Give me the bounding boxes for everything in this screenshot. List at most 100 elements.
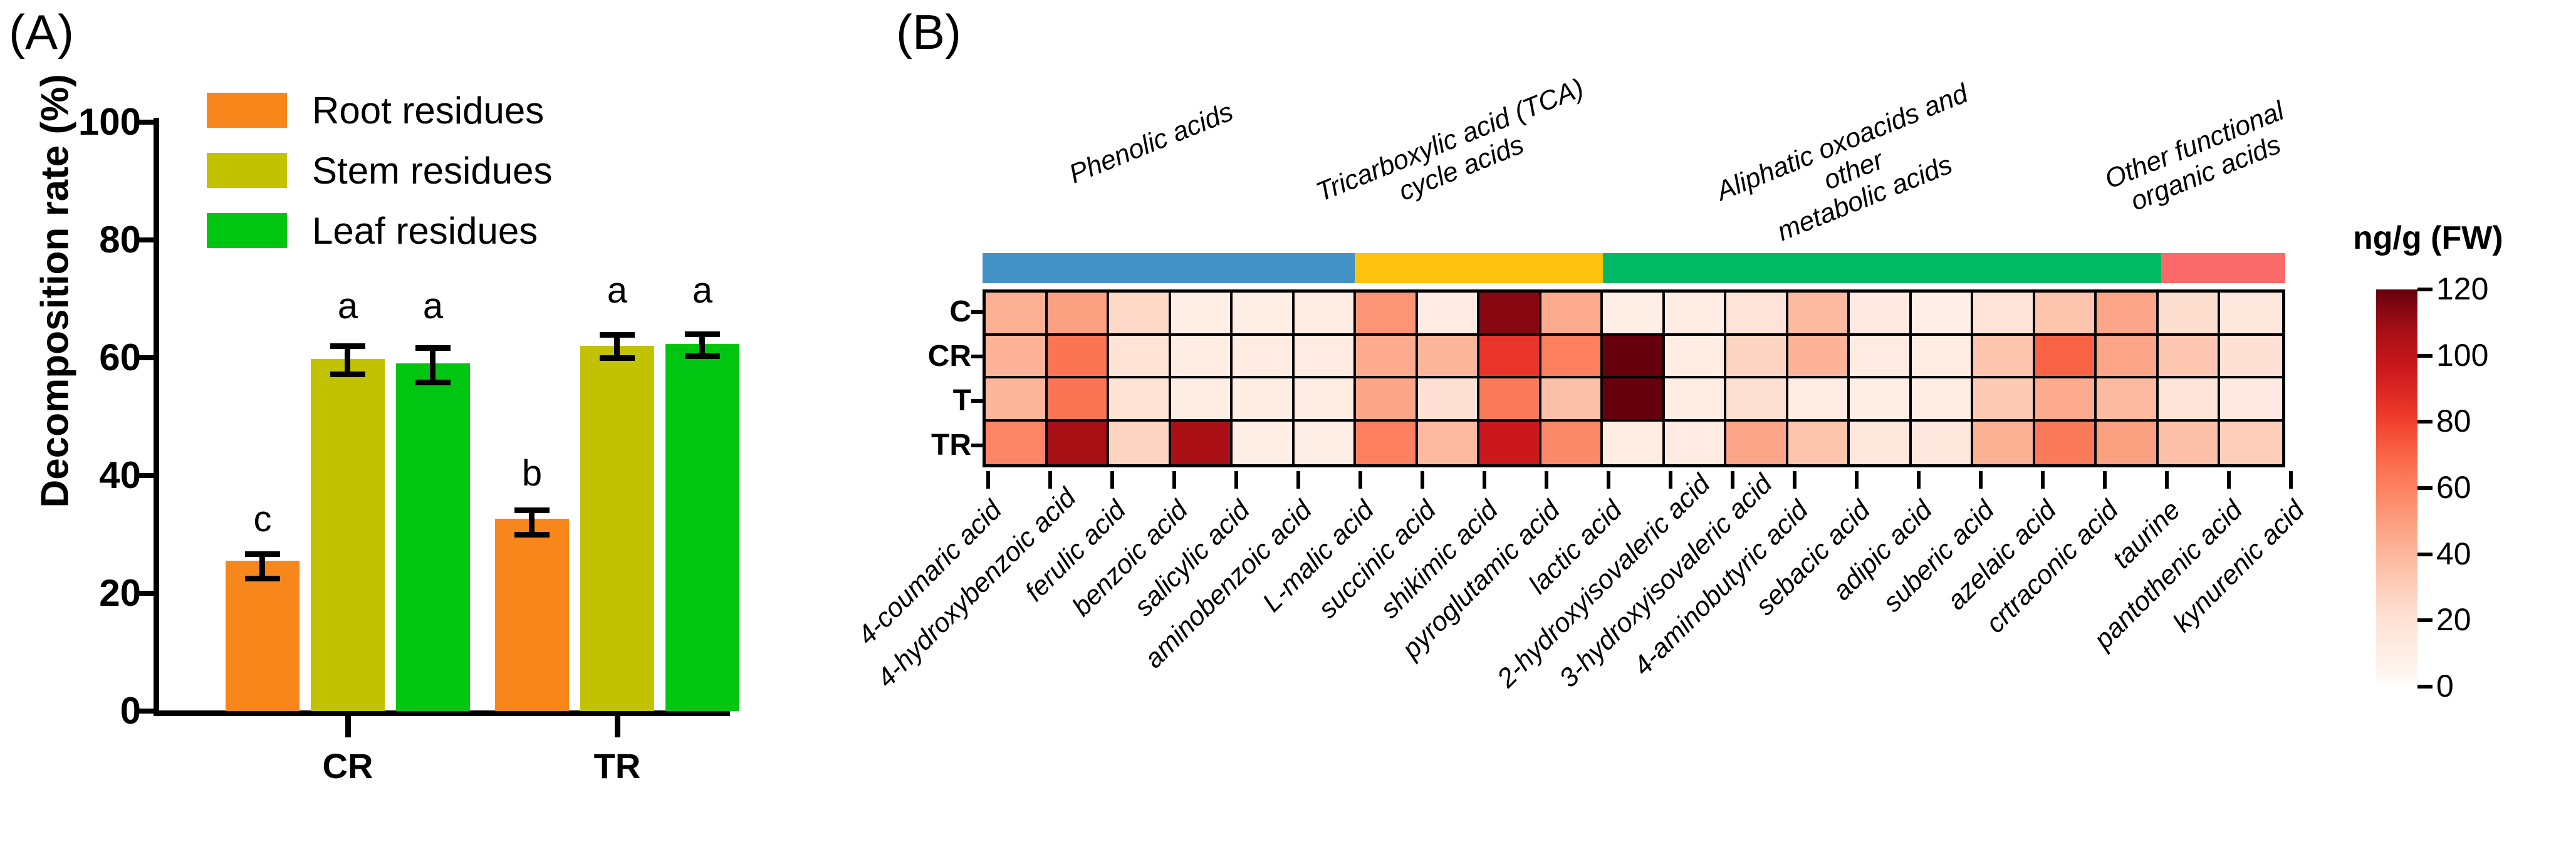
heatmap-cell[interactable] — [1911, 335, 1974, 378]
heatmap-cell[interactable] — [1233, 335, 1295, 378]
heatmap-cell[interactable] — [2158, 335, 2221, 378]
heatmap-cell[interactable] — [1788, 293, 1850, 336]
heatmap-cell[interactable] — [1356, 378, 1418, 422]
heatmap-cell[interactable] — [1047, 335, 1110, 378]
heatmap-cell[interactable] — [1479, 293, 1541, 336]
error-bar-tr-root-line — [529, 507, 534, 536]
heatmap-cell[interactable] — [1973, 378, 2035, 422]
colorbar-tick-label: 60 — [2436, 470, 2471, 505]
heatmap-cell[interactable] — [1911, 421, 1974, 464]
heatmap-cell[interactable] — [1664, 421, 1727, 464]
heatmap-cell[interactable] — [1911, 378, 1974, 422]
heatmap-cell[interactable] — [1850, 293, 1912, 336]
bar-cr-root-residues[interactable] — [226, 561, 300, 711]
heatmap-cell[interactable] — [1233, 421, 1295, 464]
heatmap-cell[interactable] — [1417, 335, 1480, 378]
heatmap-cell[interactable] — [1850, 335, 1912, 378]
heatmap-cell[interactable] — [2097, 378, 2159, 422]
heatmap-cell[interactable] — [1171, 421, 1233, 464]
error-bar-tr-leaf-cap-top — [685, 331, 720, 337]
heatmap-cell[interactable] — [2097, 335, 2159, 378]
heatmap-cell[interactable] — [1479, 421, 1541, 464]
heatmap-cell[interactable] — [1850, 378, 1912, 422]
heatmap-cell[interactable] — [2220, 421, 2282, 464]
heatmap-cell[interactable] — [1973, 421, 2035, 464]
heatmap-cell[interactable] — [1109, 293, 1171, 336]
heatmap-cell[interactable] — [2035, 335, 2097, 378]
heatmap-cell[interactable] — [1788, 378, 1850, 422]
heatmap-cell[interactable] — [1664, 335, 1727, 378]
bar-tr-stem-residues[interactable] — [580, 346, 654, 711]
heatmap-column-tick — [1669, 471, 1672, 489]
heatmap-cell[interactable] — [1726, 378, 1788, 422]
heatmap-cell[interactable] — [1109, 421, 1171, 464]
heatmap-cell[interactable] — [1047, 378, 1110, 422]
heatmap-cell[interactable] — [1911, 293, 1974, 336]
heatmap-cell[interactable] — [1294, 335, 1357, 378]
heatmap-cell[interactable] — [1171, 378, 1233, 422]
heatmap-cell[interactable] — [2035, 421, 2097, 464]
colorbar-tick-label: 20 — [2436, 602, 2471, 638]
heatmap-cell[interactable] — [1726, 293, 1788, 336]
legend-label-stem-residues: Stem residues — [312, 150, 553, 192]
heatmap-cell[interactable] — [1417, 378, 1480, 422]
heatmap-cell[interactable] — [1479, 335, 1541, 378]
heatmap-cell[interactable] — [986, 378, 1048, 422]
heatmap-cell[interactable] — [1356, 293, 1418, 336]
bar-cr-leaf-residues[interactable] — [396, 363, 470, 711]
heatmap-cell[interactable] — [1726, 421, 1788, 464]
heatmap-cell[interactable] — [1233, 378, 1295, 422]
heatmap-cell[interactable] — [2097, 421, 2159, 464]
heatmap-cell[interactable] — [1541, 421, 1603, 464]
heatmap-cell[interactable] — [2220, 378, 2282, 422]
heatmap-cell[interactable] — [1850, 421, 1912, 464]
heatmap-cell[interactable] — [1603, 421, 1665, 464]
heatmap-cell[interactable] — [2035, 293, 2097, 336]
heatmap-cell[interactable] — [1171, 335, 1233, 378]
heatmap-cell[interactable] — [1788, 335, 1850, 378]
heatmap-cell[interactable] — [1171, 293, 1233, 336]
heatmap-cell[interactable] — [1294, 421, 1357, 464]
heatmap-cell[interactable] — [1047, 421, 1110, 464]
bar-tr-leaf-residues[interactable] — [665, 344, 739, 711]
heatmap-cell[interactable] — [1788, 421, 1850, 464]
heatmap-cell[interactable] — [1726, 335, 1788, 378]
heatmap-cell[interactable] — [1417, 293, 1480, 336]
heatmap-cell[interactable] — [1664, 378, 1727, 422]
heatmap-cell[interactable] — [1664, 293, 1727, 336]
heatmap-cell[interactable] — [1294, 293, 1357, 336]
heatmap-cell[interactable] — [1294, 378, 1357, 422]
heatmap-cell[interactable] — [986, 293, 1048, 336]
heatmap-column-tick — [1731, 471, 1734, 489]
heatmap-cell[interactable] — [2097, 293, 2159, 336]
heatmap-cell[interactable] — [2158, 378, 2221, 422]
heatmap-cell[interactable] — [2220, 335, 2282, 378]
heatmap-cell[interactable] — [1973, 293, 2035, 336]
heatmap-cell[interactable] — [1109, 335, 1171, 378]
heatmap-cell[interactable] — [1603, 293, 1665, 336]
heatmap-cell[interactable] — [2158, 293, 2221, 336]
heatmap-cell[interactable] — [1603, 335, 1665, 378]
heatmap-cell[interactable] — [1973, 335, 2035, 378]
heatmap-cell[interactable] — [986, 335, 1048, 378]
heatmap-cell[interactable] — [2158, 421, 2221, 464]
colorbar-tick — [2417, 420, 2433, 424]
column-group-bar — [2161, 253, 2285, 283]
heatmap-cell[interactable] — [986, 421, 1048, 464]
colorbar-tick-label: 80 — [2436, 403, 2471, 439]
heatmap-cell[interactable] — [1109, 378, 1171, 422]
heatmap-cell[interactable] — [2035, 378, 2097, 422]
heatmap-cell[interactable] — [1541, 293, 1603, 336]
heatmap-cell[interactable] — [1603, 378, 1665, 422]
heatmap-cell[interactable] — [1233, 293, 1295, 336]
bar-tr-root-residues[interactable] — [495, 519, 569, 711]
heatmap-cell[interactable] — [1541, 378, 1603, 422]
heatmap-cell[interactable] — [2220, 293, 2282, 336]
heatmap-cell[interactable] — [1417, 421, 1480, 464]
heatmap-cell[interactable] — [1479, 378, 1541, 422]
heatmap-cell[interactable] — [1541, 335, 1603, 378]
bar-cr-stem-residues[interactable] — [311, 359, 385, 711]
heatmap-cell[interactable] — [1047, 293, 1110, 336]
heatmap-cell[interactable] — [1356, 335, 1418, 378]
heatmap-cell[interactable] — [1356, 421, 1418, 464]
